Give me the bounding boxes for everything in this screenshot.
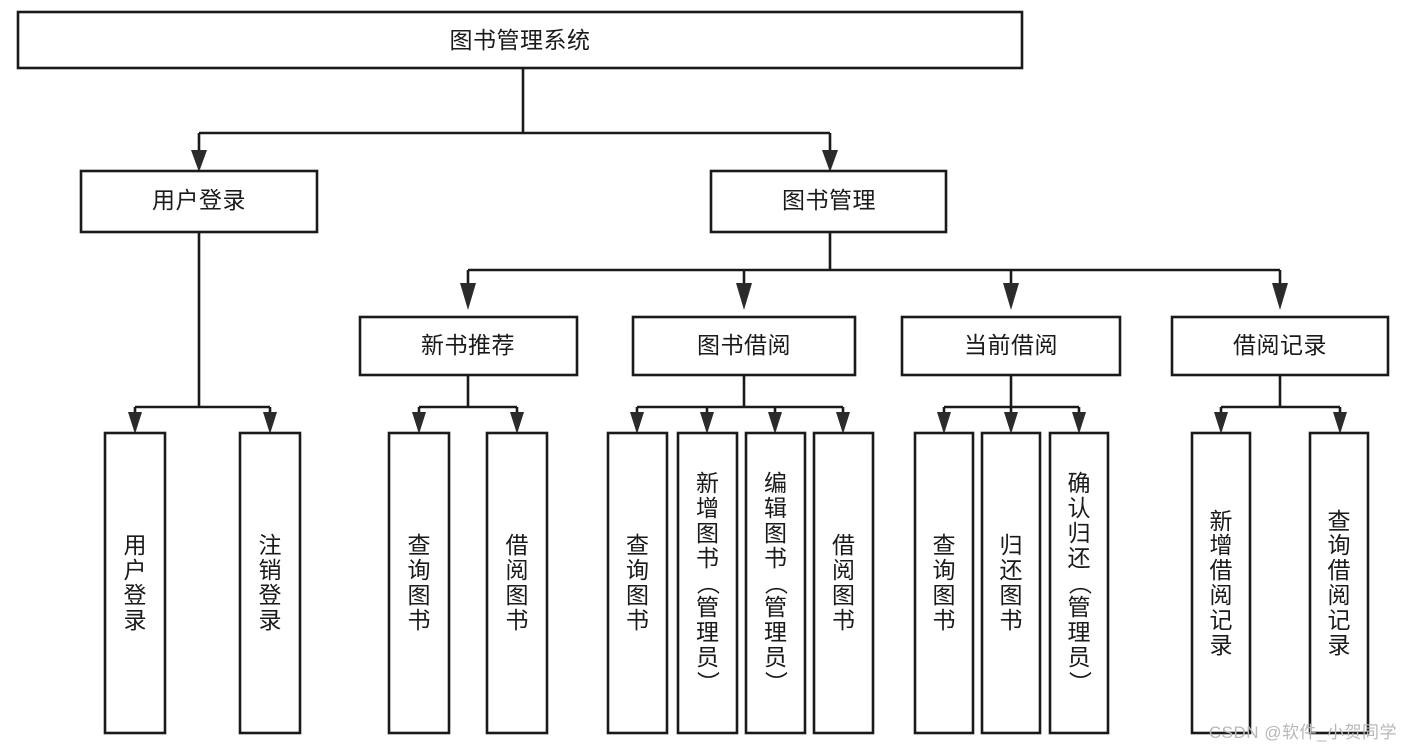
node-new-book-recommend[interactable] bbox=[358, 315, 579, 377]
node-book-borrow[interactable] bbox=[631, 315, 857, 377]
leaf-book-borrow-2[interactable] bbox=[744, 431, 807, 735]
node-borrow-record[interactable] bbox=[1170, 315, 1390, 377]
leaf-current-borrow-2[interactable] bbox=[1048, 431, 1110, 735]
connector-group-borrow-record-to-leaves bbox=[1214, 375, 1347, 434]
node-book-management[interactable] bbox=[709, 169, 948, 234]
leaf-borrow-record-0[interactable] bbox=[1190, 431, 1252, 735]
arrowhead-user-login bbox=[191, 150, 207, 172]
leaf-borrow-record-1[interactable] bbox=[1308, 431, 1370, 735]
leaf-user-login-0[interactable] bbox=[103, 431, 167, 735]
leaf-current-borrow-1[interactable] bbox=[980, 431, 1042, 735]
arrowhead-cb-confirm-return bbox=[1072, 412, 1086, 434]
node-user-login[interactable] bbox=[79, 169, 319, 234]
connector-group-book-manage-to-level3 bbox=[460, 232, 1288, 310]
arrowhead-borrow-record bbox=[1272, 283, 1288, 310]
arrowhead-br-add-record bbox=[1214, 412, 1228, 434]
leaf-new-book-0[interactable] bbox=[387, 431, 451, 735]
arrowhead-current-borrow bbox=[1003, 283, 1019, 310]
arrowhead-nb-borrow-book bbox=[510, 412, 524, 434]
connector-group-user-login-to-leaves bbox=[128, 232, 277, 434]
label-user-login: 用户登录 bbox=[152, 187, 246, 213]
connector-group-new-book-to-leaves bbox=[412, 375, 524, 434]
arrowhead-cb-query-book bbox=[937, 412, 951, 434]
watermark-text: CSDN @软件_小贺同学 bbox=[1208, 723, 1397, 742]
connector-group-book-borrow-to-leaves bbox=[630, 375, 850, 434]
leaf-book-borrow-1[interactable] bbox=[676, 431, 739, 735]
leaf-current-borrow-0[interactable] bbox=[913, 431, 975, 735]
arrowhead-leaf-user-login bbox=[128, 412, 142, 434]
node-root-system[interactable] bbox=[16, 10, 1024, 70]
label-root-system: 图书管理系统 bbox=[450, 27, 591, 53]
arrowhead-nb-query-book bbox=[412, 412, 426, 434]
arrowhead-br-query-record bbox=[1333, 412, 1347, 434]
arrowhead-bb-query-book bbox=[630, 412, 644, 434]
arrowhead-leaf-logout bbox=[263, 412, 277, 434]
label-book-management: 图书管理 bbox=[782, 187, 876, 213]
leaf-book-borrow-3[interactable] bbox=[812, 431, 875, 735]
leaf-book-borrow-0[interactable] bbox=[606, 431, 669, 735]
label-borrow-record: 借阅记录 bbox=[1233, 332, 1327, 358]
arrowhead-bb-edit-book bbox=[768, 412, 782, 434]
node-current-borrow[interactable] bbox=[900, 315, 1122, 377]
arrowhead-bb-add-book bbox=[700, 412, 714, 434]
leaf-new-book-1[interactable] bbox=[485, 431, 549, 735]
arrowhead-book-manage bbox=[822, 150, 838, 172]
arrowhead-cb-return-book bbox=[1004, 412, 1018, 434]
label-new-book-recommend: 新书推荐 bbox=[421, 332, 515, 358]
arrowhead-new-book bbox=[460, 283, 476, 310]
arrowhead-book-borrow bbox=[736, 283, 752, 310]
arrowhead-bb-borrow-book bbox=[836, 412, 850, 434]
connector-group-current-borrow-to-leaves bbox=[937, 375, 1086, 434]
leaf-user-login-1[interactable] bbox=[238, 431, 302, 735]
label-current-borrow: 当前借阅 bbox=[964, 332, 1058, 358]
connector-group-root-to-level2 bbox=[191, 68, 838, 172]
label-book-borrow: 图书借阅 bbox=[697, 332, 791, 358]
